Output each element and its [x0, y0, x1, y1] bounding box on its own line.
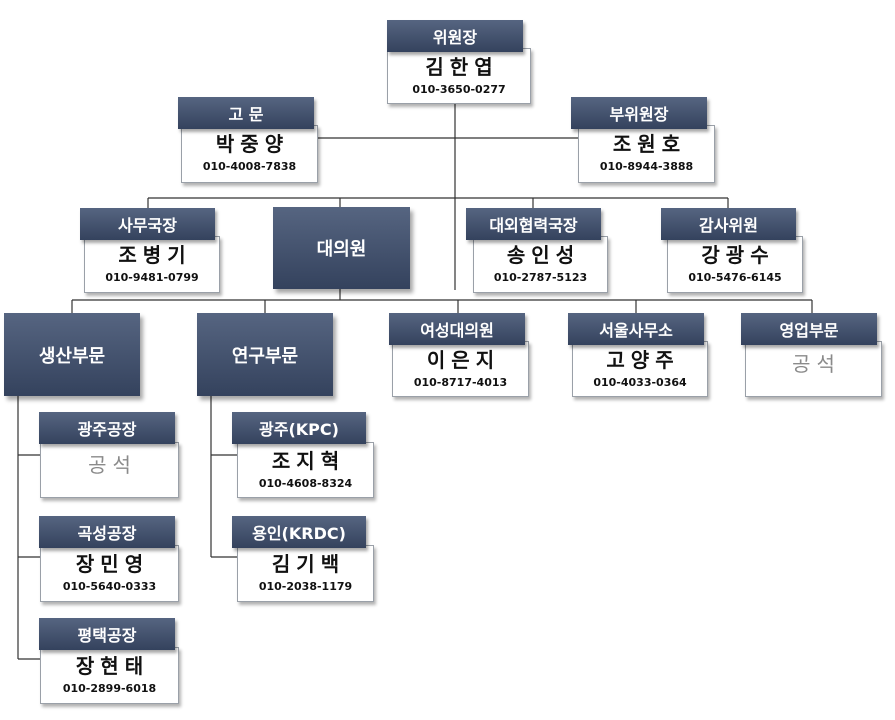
yongin-krdc-name: 김기백: [271, 552, 346, 576]
secretary-general-phone: 010-9481-0799: [105, 271, 199, 284]
vice-chairman-name: 조원호: [612, 132, 687, 156]
gwangju-kpc-card: 조지혁 010-4608-8324: [237, 442, 374, 498]
seoul-office-title: 서울사무소: [568, 313, 704, 345]
pyeongtaek-plant-title: 평택공장: [39, 618, 175, 650]
secretary-general-name: 조병기: [118, 243, 192, 267]
chairman-card: 김한엽 010-3650-0277: [387, 48, 531, 104]
vice-chairman-phone: 010-8944-3888: [599, 160, 694, 173]
vice-chairman-card: 조원호 010-8944-3888: [578, 125, 715, 183]
chairman-title: 위원장: [387, 20, 523, 52]
secretary-general-card: 조병기 010-9481-0799: [84, 236, 220, 293]
gwangju-kpc-title: 광주(KPC): [232, 412, 366, 444]
advisor-card: 박중양 010-4008-7838: [181, 125, 318, 183]
external-relations-name: 송인성: [506, 243, 581, 267]
external-relations-phone: 010-2787-5123: [493, 271, 588, 284]
advisor-name: 박중양: [215, 132, 290, 156]
women-delegate-phone: 010-8717-4013: [413, 376, 508, 389]
women-delegate-name: 이은지: [426, 348, 501, 372]
chairman-phone: 010-3650-0277: [412, 83, 506, 96]
gwangju-kpc-phone: 010-4608-8324: [258, 477, 353, 490]
production-division-box: 생산부문: [4, 313, 140, 396]
chairman-name: 김한엽: [425, 55, 499, 79]
research-division-box: 연구부문: [197, 313, 333, 396]
auditor-phone: 010-5476-6145: [688, 271, 782, 284]
auditor-name: 강광수: [701, 243, 775, 267]
sales-division-title: 영업부문: [741, 313, 877, 345]
advisor-phone: 010-4008-7838: [202, 160, 297, 173]
yongin-krdc-title: 용인(KRDC): [232, 516, 366, 548]
gwangju-plant-title: 광주공장: [39, 412, 175, 444]
yongin-krdc-phone: 010-2038-1179: [258, 580, 353, 593]
gokseong-plant-card: 장민영 010-5640-0333: [40, 545, 179, 602]
advisor-title: 고 문: [178, 97, 314, 129]
external-relations-title: 대외협력국장: [466, 208, 601, 240]
auditor-card: 강광수 010-5476-6145: [667, 236, 803, 293]
pyeongtaek-plant-phone: 010-2899-6018: [62, 682, 157, 695]
seoul-office-name: 고양주: [606, 348, 680, 372]
gokseong-plant-title: 곡성공장: [39, 516, 175, 548]
gokseong-plant-name: 장민영: [75, 552, 150, 576]
sales-division-name: 공석: [792, 352, 841, 376]
delegates-box: 대의원: [273, 207, 410, 289]
pyeongtaek-plant-name: 장현태: [75, 654, 150, 678]
vice-chairman-title: 부위원장: [571, 97, 707, 129]
pyeongtaek-plant-card: 장현태 010-2899-6018: [40, 647, 179, 704]
sales-division-card: 공석: [745, 341, 882, 397]
secretary-general-title: 사무국장: [80, 208, 215, 240]
women-delegate-card: 이은지 010-8717-4013: [392, 341, 529, 397]
seoul-office-card: 고양주 010-4033-0364: [572, 341, 708, 397]
gwangju-plant-name: 공석: [88, 453, 137, 477]
gwangju-plant-card: 공석: [40, 442, 179, 498]
seoul-office-phone: 010-4033-0364: [593, 376, 687, 389]
gwangju-kpc-name: 조지혁: [271, 449, 346, 473]
yongin-krdc-card: 김기백 010-2038-1179: [237, 545, 374, 602]
external-relations-card: 송인성 010-2787-5123: [473, 236, 608, 293]
gokseong-plant-phone: 010-5640-0333: [62, 580, 157, 593]
women-delegate-title: 여성대의원: [389, 313, 525, 345]
auditor-title: 감사위원: [661, 208, 796, 240]
